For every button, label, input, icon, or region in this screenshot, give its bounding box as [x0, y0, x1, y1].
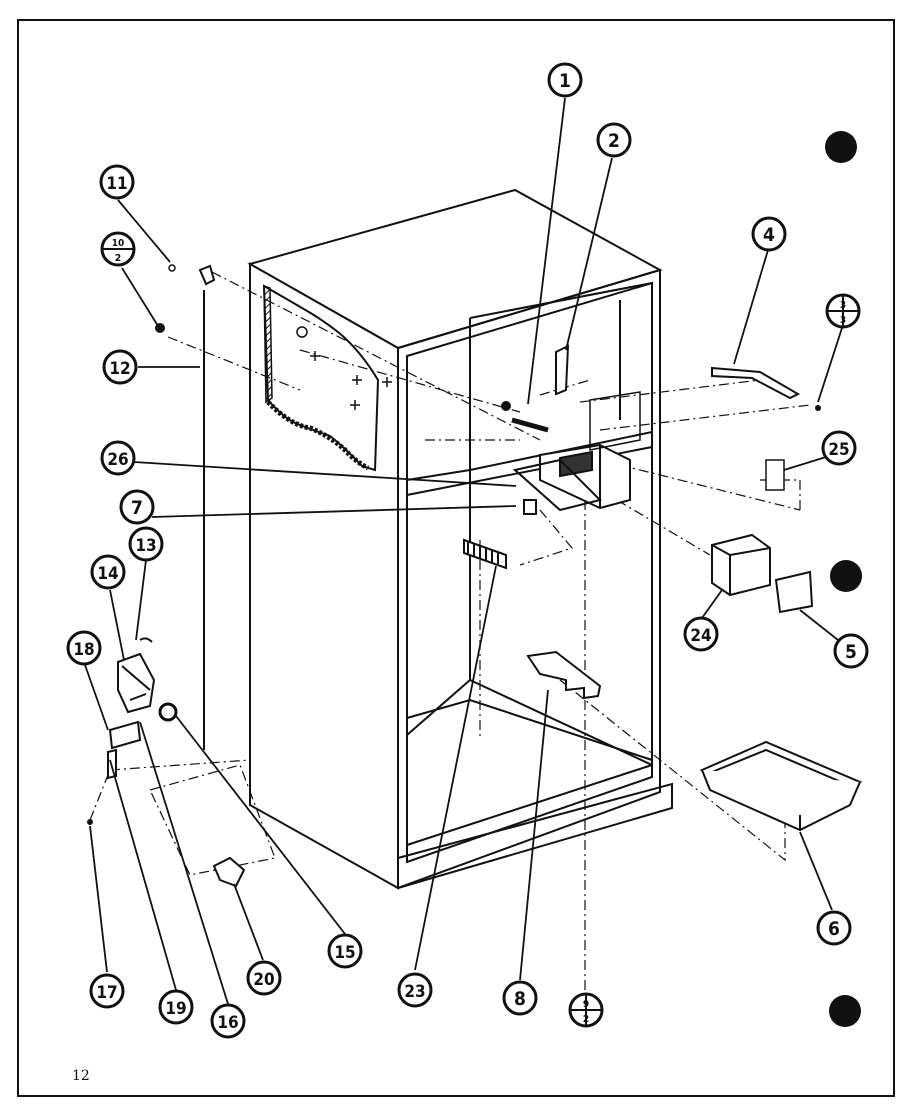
- svg-text:2: 2: [115, 253, 121, 264]
- svg-text:10: 10: [112, 238, 125, 249]
- callout-3-3: 33: [825, 293, 861, 329]
- svg-text:25: 25: [828, 440, 849, 460]
- callout-2: 2: [596, 122, 632, 158]
- svg-text:6: 6: [828, 918, 840, 940]
- svg-text:5: 5: [845, 641, 857, 663]
- registration-dot-top: [825, 131, 857, 163]
- svg-text:15: 15: [334, 943, 355, 963]
- svg-text:3: 3: [840, 315, 846, 326]
- insulation-edge: [266, 400, 370, 471]
- callout-20: 20: [246, 960, 282, 996]
- part-11-hinge: [198, 264, 216, 286]
- insulation-hatch: [263, 284, 273, 404]
- leader-lines: [84, 97, 843, 1005]
- part-1-screw: [501, 401, 511, 411]
- callout-24: 24: [683, 616, 719, 652]
- part-6-tray: [699, 740, 863, 832]
- callout-12: 12: [102, 349, 138, 385]
- part-25-plate: [765, 459, 785, 491]
- page-border: [17, 19, 895, 1097]
- svg-text:12: 12: [109, 359, 130, 379]
- callout-23: 23: [397, 972, 433, 1008]
- svg-text:13: 13: [135, 536, 156, 556]
- part-1-rod: [511, 417, 549, 433]
- svg-text:8: 8: [514, 988, 526, 1010]
- callout-1: 1: [547, 62, 583, 98]
- callout-11: 11: [99, 164, 135, 200]
- registration-dot-bottom: [829, 995, 861, 1027]
- control-housing-assembly: [512, 391, 641, 512]
- callout-4: 4: [751, 216, 787, 252]
- callout-5: 5: [833, 633, 869, 669]
- svg-text:17: 17: [96, 983, 117, 1003]
- screw-hole: [296, 326, 308, 338]
- insulation-cutaway: [262, 284, 380, 472]
- callout-7: 7: [119, 489, 155, 525]
- callout-10-2: 102: [100, 231, 136, 267]
- part-17-screw: [87, 819, 93, 825]
- callout-18: 18: [66, 630, 102, 666]
- callout-16: 16: [210, 1003, 246, 1039]
- svg-text:1: 1: [559, 70, 571, 92]
- alignment-lines: [89, 271, 811, 990]
- callout-9-2: 92: [568, 992, 604, 1028]
- svg-text:23: 23: [404, 982, 425, 1002]
- svg-text:9: 9: [583, 999, 589, 1010]
- part-2-bracket: [555, 344, 570, 396]
- part-8-bracket: [526, 650, 602, 700]
- svg-text:7: 7: [131, 497, 143, 519]
- part-7-clip: [523, 499, 537, 515]
- callout-8: 8: [502, 980, 538, 1016]
- part-13-spring: [139, 637, 153, 643]
- callout-26: 26: [100, 440, 136, 476]
- svg-text:26: 26: [107, 450, 128, 470]
- svg-text:19: 19: [165, 999, 186, 1019]
- svg-text:24: 24: [690, 626, 711, 646]
- part-11-screw: [168, 264, 176, 272]
- svg-text:16: 16: [217, 1013, 238, 1033]
- svg-text:2: 2: [608, 130, 620, 152]
- callout-17: 17: [89, 973, 125, 1009]
- callout-13: 13: [128, 526, 164, 562]
- svg-text:4: 4: [763, 224, 775, 246]
- part-15-bushing: [158, 702, 178, 722]
- part-4-rod: [711, 366, 801, 400]
- callout-19: 19: [158, 989, 194, 1025]
- svg-text:11: 11: [106, 174, 127, 194]
- svg-text:18: 18: [73, 640, 94, 660]
- registration-dot-middle: [830, 560, 862, 592]
- svg-text:14: 14: [97, 564, 118, 584]
- part-24-duct: [711, 533, 771, 597]
- part-5-cover: [774, 570, 814, 614]
- callout-6: 6: [816, 910, 852, 946]
- svg-text:3: 3: [840, 300, 846, 311]
- page-number: 12: [72, 1068, 90, 1084]
- part-23-evaporator: [463, 538, 507, 570]
- callout-25: 25: [821, 430, 857, 466]
- callout-15: 15: [327, 933, 363, 969]
- part-20-leveler: [212, 856, 246, 888]
- part-3-screw: [815, 405, 821, 411]
- callout-14: 14: [90, 554, 126, 590]
- bottom-hinge-assembly: [107, 652, 156, 780]
- refrigerator-cabinet: [247, 188, 673, 890]
- reference-plus-marks: [310, 351, 392, 410]
- svg-text:2: 2: [583, 1014, 589, 1025]
- svg-text:20: 20: [253, 970, 274, 990]
